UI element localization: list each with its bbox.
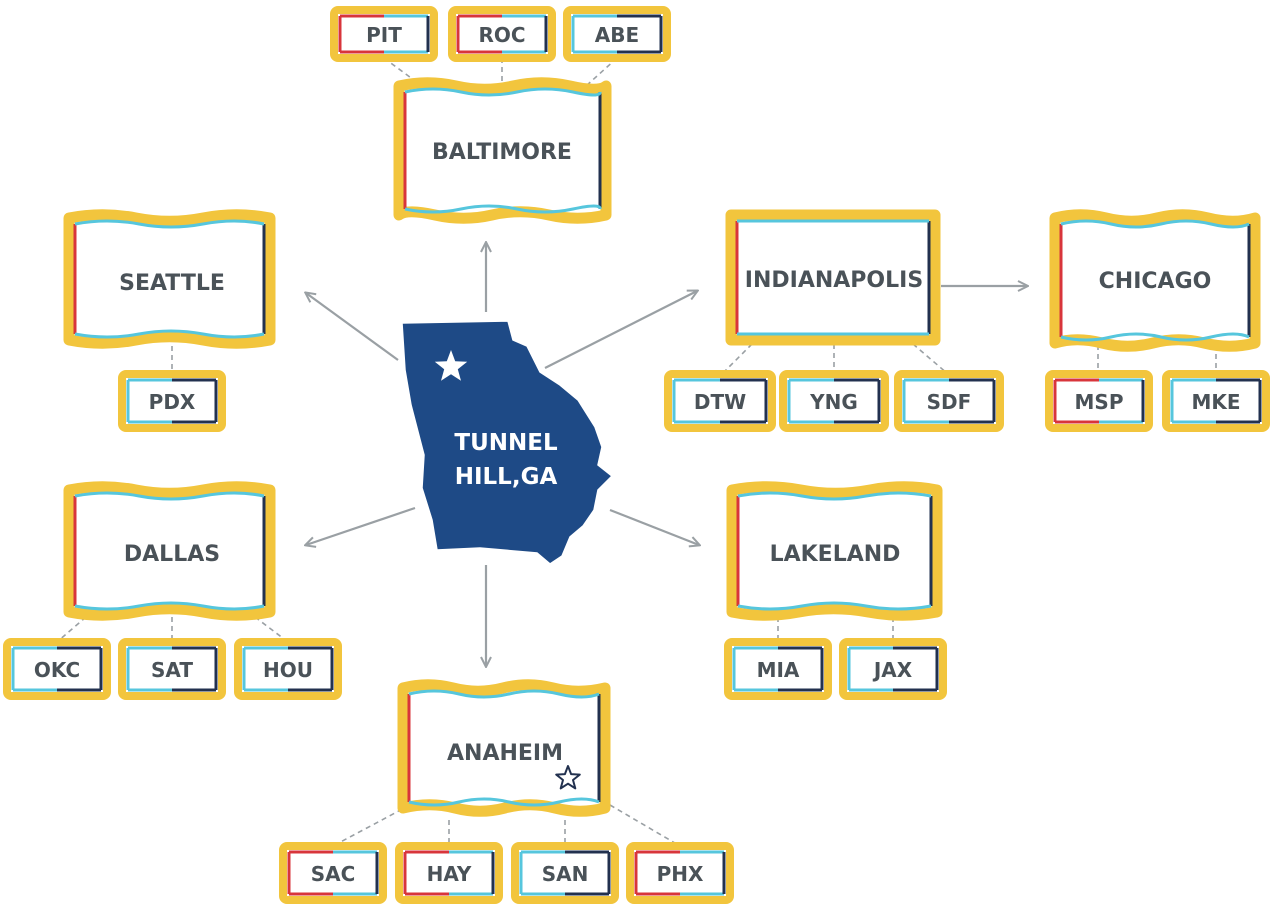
city-chicago-flag xyxy=(1049,209,1261,352)
arrow-to-seattle xyxy=(306,293,399,361)
city-anaheim: ANAHEIM xyxy=(397,679,611,817)
star-icon xyxy=(434,350,468,381)
city-dallas-stripe-bottom xyxy=(74,601,265,611)
city-lakeland-flag xyxy=(726,481,943,621)
city-chicago-label: CHICAGO xyxy=(1099,269,1212,294)
code-tag-label: ROC xyxy=(478,23,525,47)
city-indianapolis-label: INDIANAPOLIS xyxy=(745,268,923,293)
arrow-to-indianapolis xyxy=(544,291,697,369)
code-tag-label: JAX xyxy=(872,658,913,682)
city-anaheim-label: ANAHEIM xyxy=(447,741,563,766)
code-tag-label: SDF xyxy=(927,390,972,414)
city-chicago-stripe-bottom xyxy=(1060,332,1250,342)
city-dallas: DALLAS xyxy=(63,481,276,621)
code-connectors xyxy=(56,57,1217,847)
georgia-state-shape xyxy=(401,320,614,565)
code-tag-label: YNG xyxy=(809,390,858,414)
code-tag: MSP xyxy=(1045,370,1153,432)
city-seattle-label: SEATTLE xyxy=(119,271,225,296)
code-tag-label: PDX xyxy=(149,390,196,414)
city-baltimore: BALTIMORE xyxy=(393,77,612,224)
city-seattle-flag xyxy=(63,209,276,349)
code-tag: PHX xyxy=(626,842,734,904)
code-tag: ABE xyxy=(563,6,671,62)
arrows xyxy=(306,243,1027,666)
code-tag-label: DTW xyxy=(694,390,746,414)
city-chicago: CHICAGO xyxy=(1049,209,1261,352)
code-tag: SDF xyxy=(894,370,1004,432)
code-tag: OKC xyxy=(3,638,111,700)
city-dallas-stripe-top xyxy=(74,491,265,501)
city-lakeland: LAKELAND xyxy=(726,481,943,621)
code-tag: SAC xyxy=(279,842,387,904)
city-baltimore-stripe-bottom xyxy=(404,204,602,214)
city-anaheim-stripe-bottom xyxy=(408,797,600,807)
code-tag: HAY xyxy=(395,842,503,904)
code-tag: PIT xyxy=(330,6,438,62)
code-tag: HOU xyxy=(234,638,342,700)
city-baltimore-label: BALTIMORE xyxy=(432,140,572,165)
code-tags: PIT ROC ABE PDX xyxy=(3,6,1270,904)
code-tag: DTW xyxy=(664,370,776,432)
city-lakeland-label: LAKELAND xyxy=(770,542,901,567)
arrow-to-dallas xyxy=(306,506,416,545)
city-dallas-flag xyxy=(63,481,276,621)
code-tag-label: OKC xyxy=(34,658,80,682)
hub-label-line1: TUNNEL xyxy=(454,430,558,456)
code-tag-label: SAT xyxy=(151,658,193,682)
code-tag-label: HOU xyxy=(263,658,313,682)
code-tag: YNG xyxy=(779,370,889,432)
code-tag: SAN xyxy=(511,842,619,904)
city-seattle: SEATTLE xyxy=(63,209,276,349)
city-lakeland-stripe-top xyxy=(737,491,932,501)
city-anaheim-flag xyxy=(397,679,611,817)
city-seattle-stripe-top xyxy=(74,219,265,229)
city-flags: BALTIMORE SEATTLE INDIANAPOLIS CHICAGO xyxy=(63,77,1261,817)
code-tag-label: PIT xyxy=(366,23,402,47)
city-chicago-stripe-top xyxy=(1060,219,1250,229)
city-seattle-stripe-bottom xyxy=(74,329,265,339)
city-indianapolis-flag xyxy=(725,209,941,346)
code-tag-label: HAY xyxy=(427,862,472,886)
city-dallas-label: DALLAS xyxy=(124,542,220,567)
code-tag-label: SAC xyxy=(311,862,356,886)
code-tag: ROC xyxy=(448,6,556,62)
code-tag-label: MKE xyxy=(1191,390,1240,414)
code-tag-label: MSP xyxy=(1075,390,1124,414)
code-tag: MIA xyxy=(724,638,832,700)
star-outline-icon xyxy=(555,765,581,790)
code-tag: JAX xyxy=(839,638,947,700)
city-anaheim-stripe-top xyxy=(408,689,600,699)
code-tag-label: PHX xyxy=(657,862,704,886)
arrow-to-lakeland xyxy=(609,508,699,545)
city-indianapolis: INDIANAPOLIS xyxy=(725,209,941,346)
code-tag: PDX xyxy=(118,370,226,432)
hub: TUNNEL HILL,GA xyxy=(401,320,614,565)
city-baltimore-stripe-top xyxy=(404,87,602,97)
city-baltimore-flag xyxy=(393,77,612,224)
code-tag-label: ABE xyxy=(595,23,639,47)
code-tag-label: SAN xyxy=(542,862,589,886)
code-tag: SAT xyxy=(118,638,226,700)
hub-label-line2: HILL,GA xyxy=(455,464,558,490)
city-lakeland-stripe-bottom xyxy=(737,601,932,611)
code-tag-label: MIA xyxy=(757,658,800,682)
code-tag: MKE xyxy=(1162,370,1270,432)
